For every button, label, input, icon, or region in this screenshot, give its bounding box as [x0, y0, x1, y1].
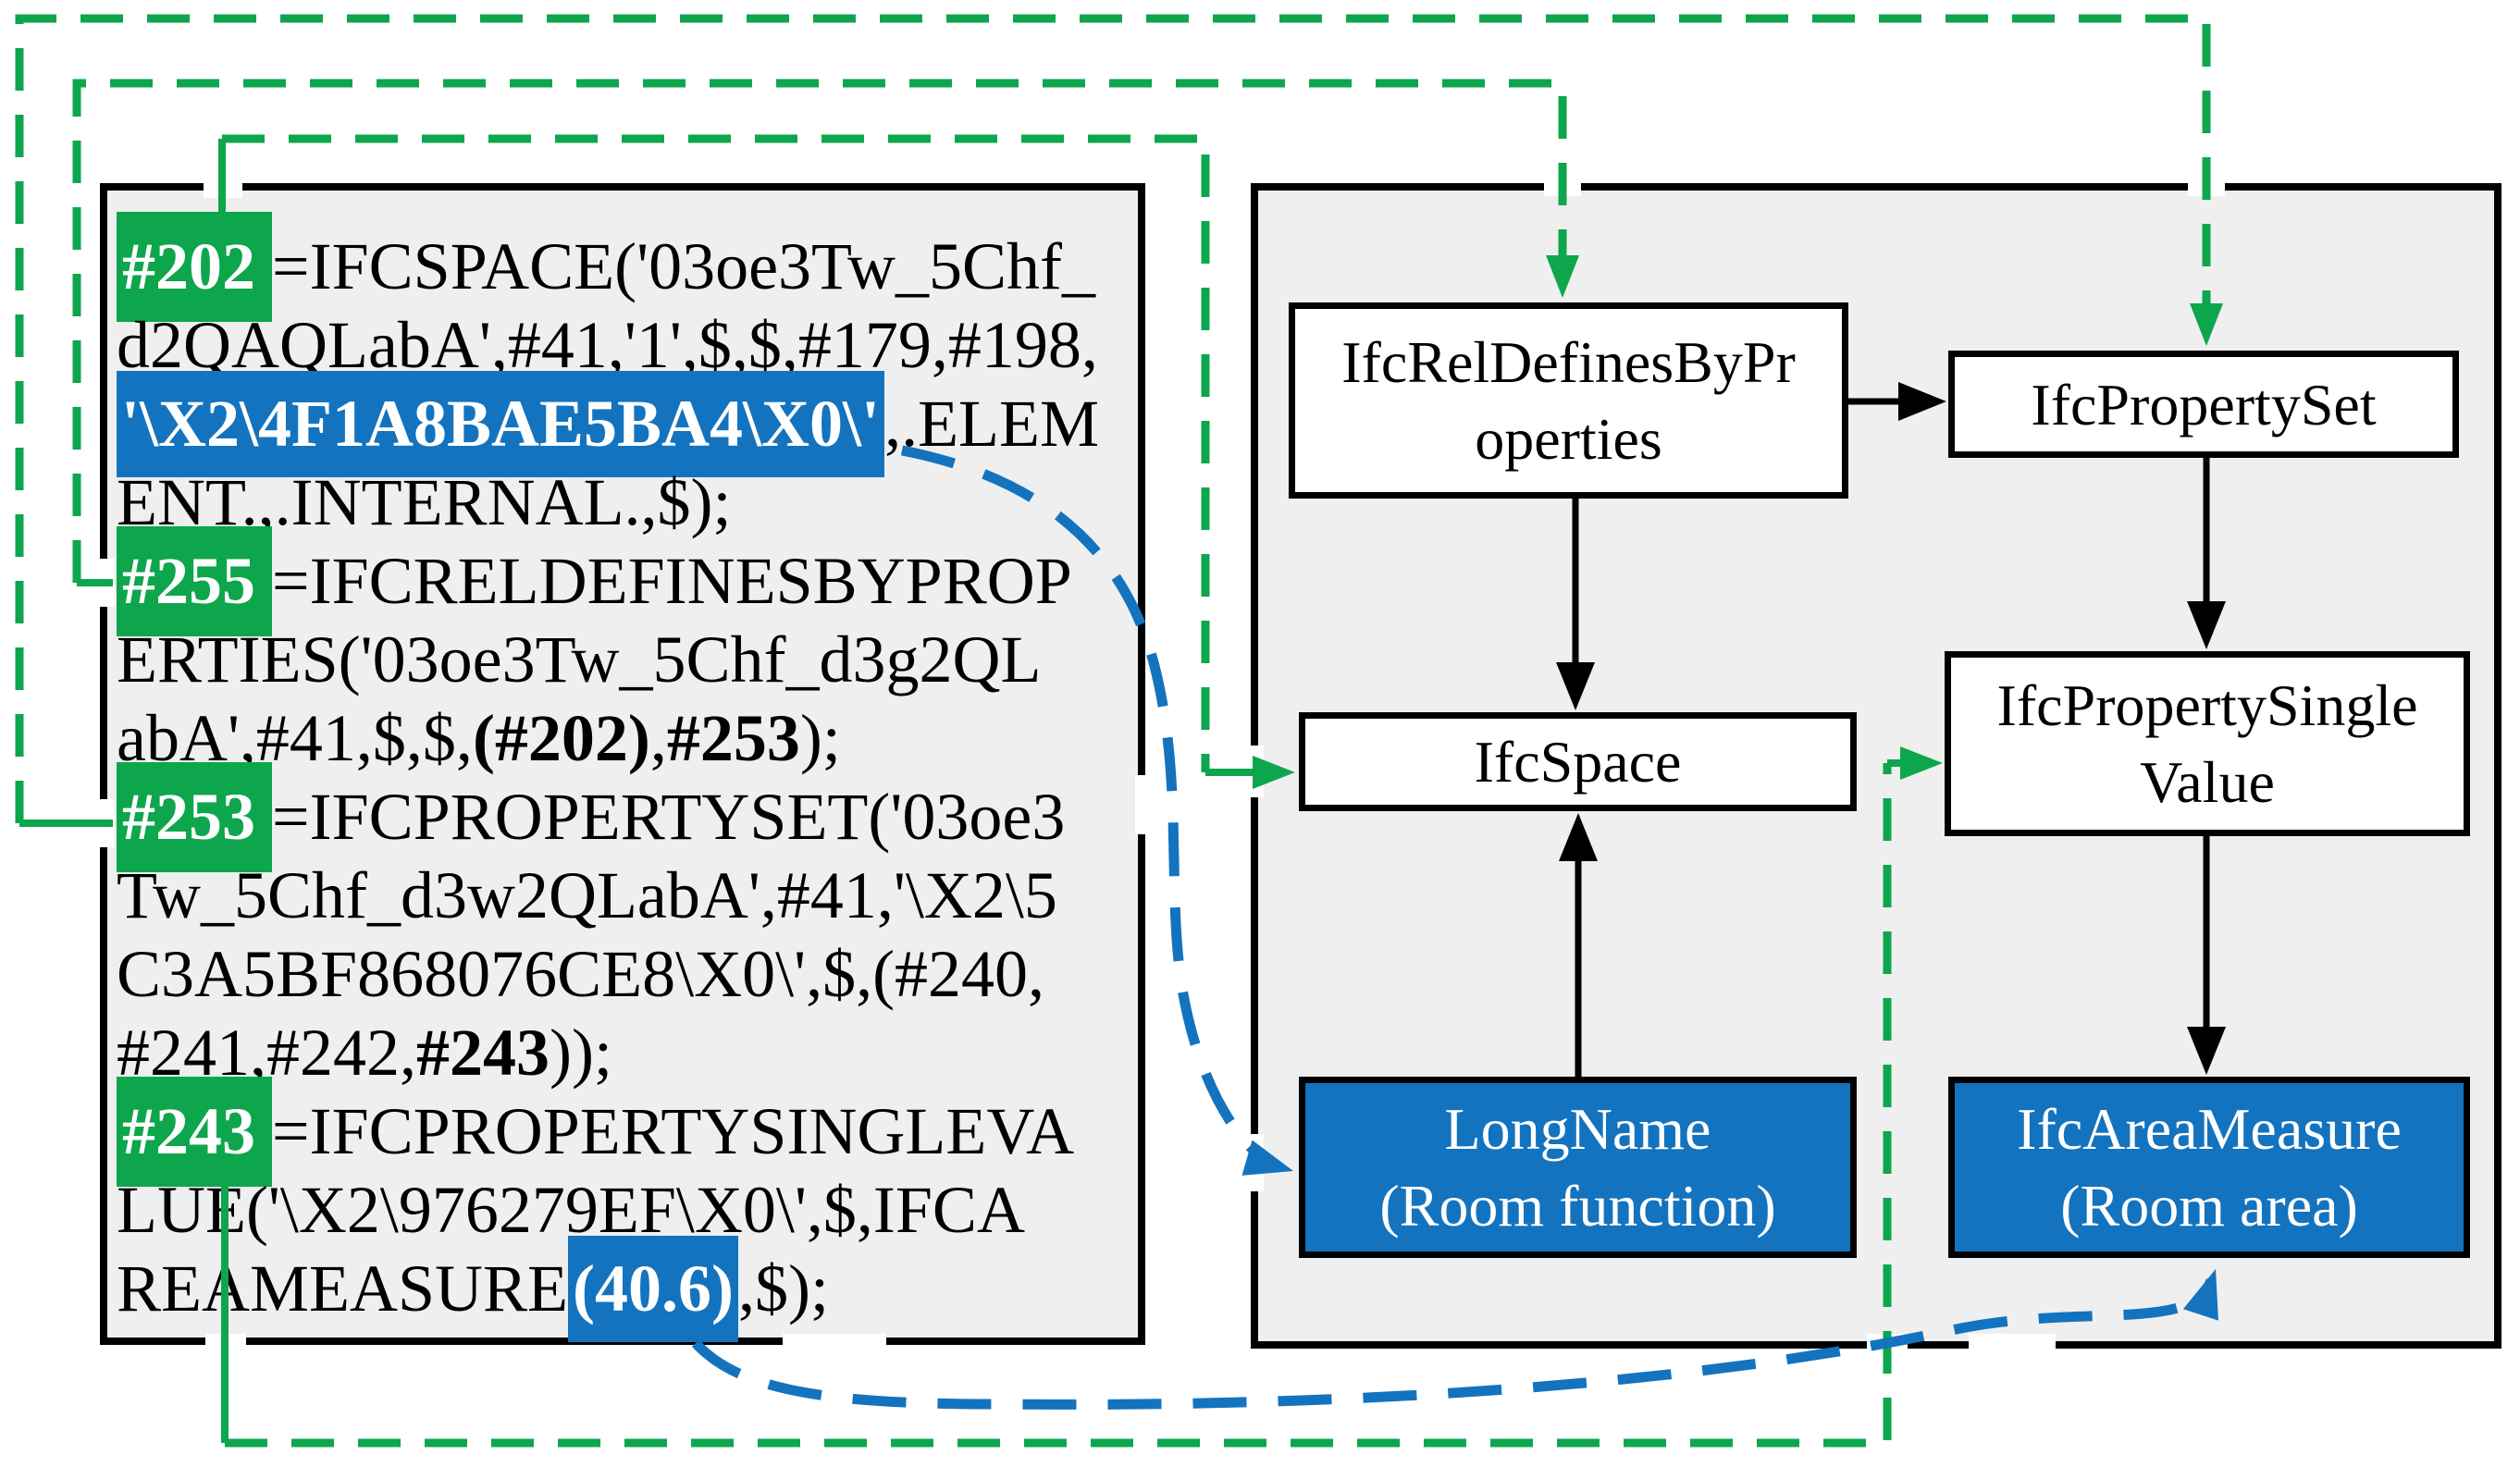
code-text: ,$); [738, 1251, 829, 1325]
node-label: IfcSpace [1474, 729, 1682, 795]
code-text: (#202) [472, 701, 650, 775]
code-text: =IFCSPACE('03oe3Tw_5Chf_ [272, 229, 1095, 303]
node-ifc-property-set: IfcPropertySet [1948, 351, 2459, 458]
code-line: #202=IFCSPACE('03oe3Tw_5Chf_ [117, 212, 1136, 322]
node-label: IfcPropertySet [2031, 371, 2377, 438]
node-label: LongName [1444, 1096, 1711, 1162]
code-text: REAMEASURE [117, 1251, 569, 1325]
ifc-code-panel: #202=IFCSPACE('03oe3Tw_5Chf_d2QAQLabA',#… [100, 183, 1145, 1345]
code-text: #243 [416, 1016, 550, 1090]
node-ifc-area-measure: IfcAreaMeasure (Room area) [1948, 1077, 2470, 1258]
node-long-name: LongName (Room function) [1299, 1077, 1857, 1258]
code-text: =IFCPROPERTYSET('03oe3 [272, 780, 1066, 854]
code-line: C3A5BF868076CE8\X0\',$,(#240, [117, 935, 1136, 1014]
node-ifc-rel-defines-by-properties: IfcRelDefinesByPr operties [1289, 302, 1848, 499]
code-line: #255=IFCRELDEFINESBYPROP [117, 526, 1136, 636]
code-line: #243=IFCPROPERTYSINGLEVA [117, 1077, 1136, 1187]
code-text: ERTIES('03oe3Tw_5Chf_d3g2QL [117, 623, 1042, 697]
code-text: )); [550, 1016, 612, 1090]
code-text: #253 [666, 701, 800, 775]
highlighted-value: '\X2\4F1A8BAE5BA4\X0\' [117, 371, 885, 477]
node-ifc-property-single-value: IfcPropertySingle Value [1945, 651, 2470, 836]
node-label: IfcAreaMeasure [2017, 1096, 2402, 1162]
node-label: IfcRelDefinesByPr [1341, 329, 1796, 395]
node-label: Value [2140, 749, 2275, 815]
code-text: ,.ELEM [884, 387, 1100, 461]
highlighted-value: (40.6) [568, 1236, 738, 1342]
code-text: =IFCPROPERTYSINGLEVA [272, 1094, 1075, 1168]
node-label: operties [1475, 406, 1662, 472]
code-text: , [649, 701, 667, 775]
code-line: '\X2\4F1A8BAE5BA4\X0\',.ELEM [117, 371, 1136, 477]
node-label: IfcPropertySingle [1996, 672, 2418, 738]
node-label: (Room function) [1379, 1173, 1776, 1239]
code-line: REAMEASURE(40.6),$); [117, 1236, 1136, 1342]
node-ifc-space: IfcSpace [1299, 712, 1857, 811]
code-text: Tw_5Chf_d3w2QLabA',#41,'\X2\5 [117, 858, 1057, 932]
code-line: Tw_5Chf_d3w2QLabA',#41,'\X2\5 [117, 857, 1136, 935]
code-line: ERTIES('03oe3Tw_5Chf_d3g2QL [117, 621, 1136, 699]
code-text: ); [799, 701, 841, 775]
code-text: C3A5BF868076CE8\X0\',$,(#240, [117, 937, 1045, 1011]
code-text: =IFCRELDEFINESBYPROP [272, 544, 1072, 618]
code-line: #253=IFCPROPERTYSET('03oe3 [117, 762, 1136, 872]
node-label: (Room area) [2060, 1173, 2358, 1239]
ifc-code-lines: #202=IFCSPACE('03oe3Tw_5Chf_d2QAQLabA',#… [117, 212, 1136, 1342]
